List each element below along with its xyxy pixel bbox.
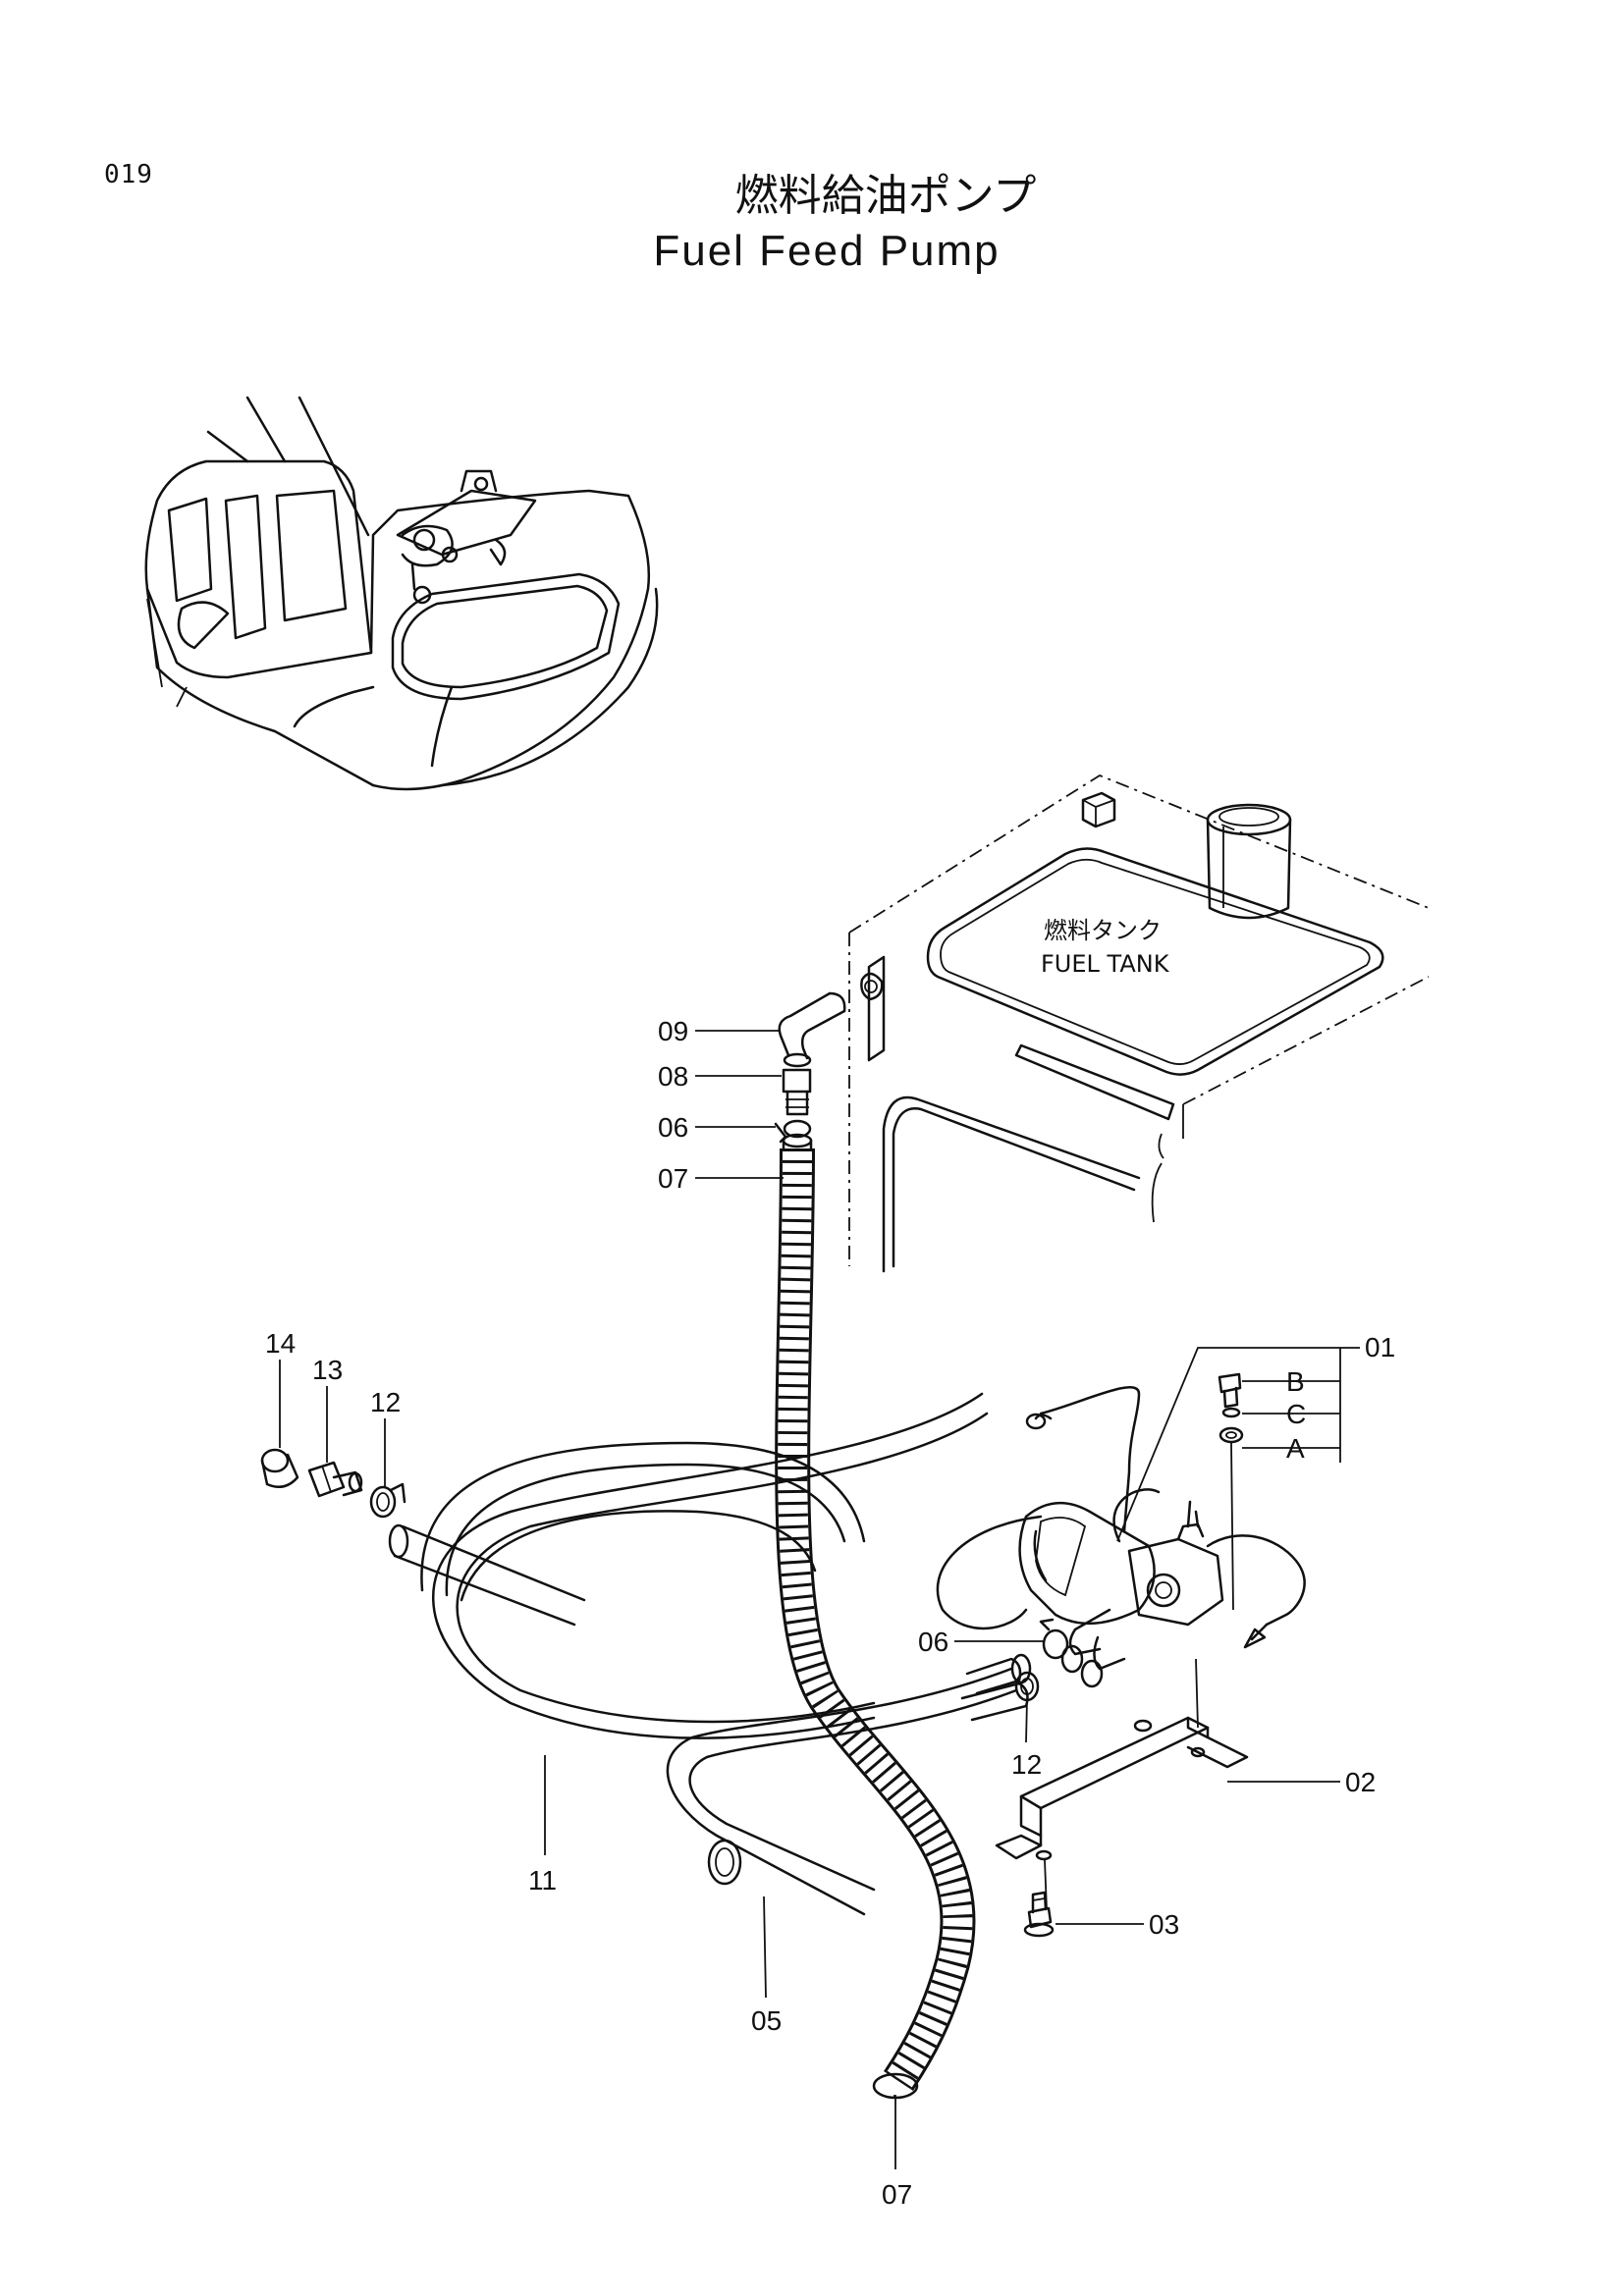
callout-07-top: 07 (658, 1163, 688, 1194)
callout-13: 13 (312, 1355, 343, 1385)
page-title-english: Fuel Feed Pump (653, 227, 1001, 275)
callout-03: 03 (1149, 1909, 1179, 1940)
suction-fittings (774, 991, 846, 1170)
fuel-tank-label-japanese: 燃料タンク (1044, 917, 1162, 944)
callout-06-top: 06 (658, 1112, 688, 1143)
left-fittings (260, 1448, 406, 1519)
page-title-japanese: 燃料給油ポンプ (734, 171, 1037, 221)
callout-labels: 01 B C A 02 03 05 07 11 09 08 06 07 06 (265, 1016, 1395, 2210)
callout-08: 08 (658, 1061, 688, 1092)
excavator-overview-illustration (144, 396, 659, 791)
hardware-set-abc (1044, 1372, 1244, 1910)
callout-09: 09 (658, 1016, 688, 1046)
corrugated-hose-07 (775, 1148, 976, 2100)
callout-02: 02 (1345, 1767, 1376, 1797)
callout-14: 14 (265, 1328, 296, 1359)
callout-12-pump: 12 (1011, 1749, 1042, 1780)
bracket-02 (995, 1716, 1249, 1938)
title-block: 燃料給油ポンプ Fuel Feed Pump (0, 169, 1624, 279)
callout-11: 11 (528, 1865, 557, 1896)
callout-12-left: 12 (370, 1387, 401, 1417)
fuel-tank-label-english: FUEL TANK (1041, 950, 1170, 978)
fuel-tank-illustration: 燃料タンク FUEL TANK (848, 774, 1430, 1273)
pump-assembly-01 (936, 1347, 1340, 1702)
callout-07-bottom: 07 (882, 2179, 912, 2210)
callout-sub-c: C (1286, 1399, 1306, 1429)
callout-01: 01 (1365, 1332, 1395, 1362)
callout-05: 05 (751, 2005, 782, 2036)
page-number: 019 (104, 160, 153, 189)
callout-06-pump: 06 (918, 1627, 948, 1657)
callout-sub-a: A (1286, 1433, 1305, 1464)
hose-11-coil (388, 1392, 1032, 1916)
callout-sub-b: B (1286, 1366, 1305, 1397)
